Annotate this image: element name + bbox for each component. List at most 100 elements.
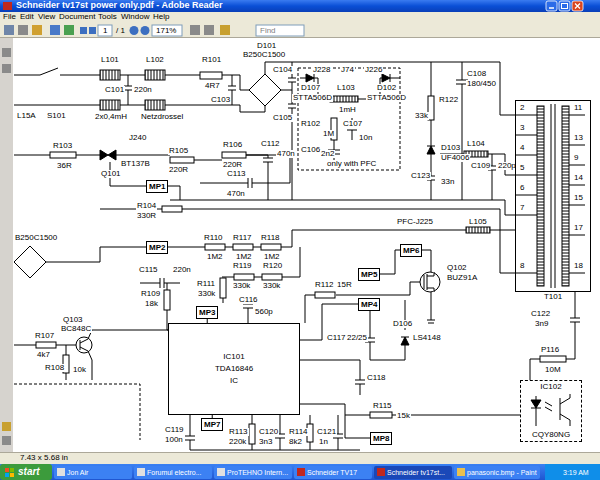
window-chrome bbox=[546, 1, 557, 11]
component-label: 10M bbox=[544, 366, 562, 374]
component-label: 1M2 bbox=[263, 253, 281, 261]
component-symbols bbox=[200, 72, 222, 79]
component-symbols bbox=[14, 246, 46, 278]
component-symbols bbox=[427, 146, 435, 154]
component-symbols bbox=[551, 104, 555, 288]
component-label: 2n2 bbox=[320, 150, 335, 158]
component-label: BT137B bbox=[120, 160, 151, 168]
component-label: R106 bbox=[222, 141, 243, 149]
component-label: 180/450 bbox=[466, 80, 497, 88]
pin-number: 11 bbox=[573, 104, 583, 112]
window-chrome bbox=[0, 464, 600, 480]
node-text: MP2 bbox=[149, 243, 165, 252]
window-chrome bbox=[134, 466, 212, 479]
window-chrome bbox=[294, 466, 372, 479]
schematic-wires bbox=[14, 155, 273, 200]
component-label: 100n bbox=[164, 436, 184, 444]
component-symbols bbox=[100, 150, 108, 160]
component-symbols bbox=[531, 400, 541, 408]
component-label: 4k7 bbox=[36, 351, 51, 359]
component-label: L15A bbox=[16, 112, 37, 120]
component-symbols bbox=[562, 106, 569, 286]
node-text: MP5 bbox=[361, 270, 377, 279]
component-label: 1M2 bbox=[206, 253, 224, 261]
menu-item: View bbox=[38, 13, 55, 21]
schematic-wires bbox=[46, 230, 515, 262]
schematic-wires bbox=[222, 247, 300, 277]
component-label: Q101 bbox=[100, 170, 122, 178]
component-label: 470n bbox=[276, 150, 296, 158]
component-label: C106 bbox=[300, 146, 321, 154]
component-symbols bbox=[466, 227, 490, 233]
window-chrome bbox=[217, 468, 225, 476]
window-chrome bbox=[220, 25, 230, 35]
component-symbols bbox=[540, 356, 566, 362]
component-label: only with PFC bbox=[326, 160, 377, 168]
component-label: 15R bbox=[336, 281, 353, 289]
taskbar-button-label: Schneider TV17 bbox=[307, 469, 357, 476]
component-label: 36R bbox=[56, 162, 73, 170]
measure-point-box: MP5 bbox=[358, 268, 380, 281]
component-label: 330k bbox=[197, 290, 216, 298]
component-label: C113 bbox=[226, 170, 247, 178]
node-text: MP4 bbox=[361, 300, 377, 309]
node-text: MP1 bbox=[149, 182, 165, 191]
measure-point-box: MP7 bbox=[201, 418, 223, 431]
node-text: TDA16846 bbox=[215, 365, 253, 373]
toolbar-field-text: 1 bbox=[103, 27, 107, 35]
wire-connector bbox=[300, 404, 370, 438]
window-chrome bbox=[0, 38, 13, 452]
component-label: R111 bbox=[196, 280, 216, 288]
window-chrome bbox=[0, 0, 600, 12]
window-chrome bbox=[549, 7, 554, 9]
schematic-wires bbox=[14, 62, 580, 450]
component-symbols bbox=[108, 150, 116, 160]
schematic-wires bbox=[120, 75, 265, 112]
window-chrome bbox=[0, 37, 600, 38]
component-label: 220p bbox=[497, 162, 517, 170]
window-chrome bbox=[2, 48, 11, 57]
window-chrome bbox=[10, 468, 14, 472]
pin-number: 3 bbox=[519, 124, 525, 132]
component-label: 4R7 bbox=[204, 82, 221, 90]
taskbar-button-label: 3:19 AM bbox=[563, 469, 589, 476]
window-chrome bbox=[10, 473, 14, 477]
component-symbols bbox=[233, 244, 253, 250]
component-symbols bbox=[222, 152, 246, 158]
node-text: IC102 bbox=[540, 383, 561, 391]
taskbar-button-label: panasonic.bmp - Paint bbox=[467, 469, 537, 476]
component-label: C105 bbox=[272, 114, 293, 122]
pin-number: 17 bbox=[573, 224, 584, 232]
component-label: B250C1500 bbox=[14, 234, 58, 242]
component-symbols bbox=[515, 115, 585, 273]
window-chrome bbox=[2, 64, 11, 73]
window-chrome bbox=[457, 468, 465, 476]
component-label: 2x0,4mH bbox=[94, 113, 128, 121]
window-chrome bbox=[3, 2, 12, 10]
pin-number: 13 bbox=[573, 134, 584, 142]
component-label: STTA506D bbox=[292, 94, 333, 102]
component-symbols bbox=[205, 244, 225, 250]
component-symbols bbox=[249, 74, 281, 106]
component-symbols bbox=[314, 74, 315, 82]
search-placeholder: Find bbox=[260, 27, 276, 35]
component-label: B250C1500 bbox=[242, 51, 286, 59]
window-chrome bbox=[0, 12, 600, 22]
component-label: L104 bbox=[466, 140, 486, 148]
window-chrome bbox=[0, 452, 600, 464]
component-label: C119 bbox=[164, 426, 185, 434]
component-label: L103 bbox=[336, 84, 356, 92]
component-label: 220R bbox=[168, 166, 189, 174]
component-label: C109 bbox=[470, 162, 491, 170]
component-label: R110 bbox=[203, 234, 224, 242]
component-label: C103 bbox=[210, 96, 231, 104]
node-text: MP6 bbox=[403, 246, 419, 255]
component-symbols bbox=[76, 337, 92, 353]
component-symbols bbox=[100, 70, 120, 80]
window-chrome bbox=[559, 1, 570, 11]
component-symbols bbox=[50, 152, 76, 158]
component-label: J226 bbox=[364, 66, 383, 74]
window-chrome bbox=[50, 25, 60, 35]
component-label: 33k bbox=[414, 112, 429, 120]
component-label: Q102 bbox=[446, 264, 468, 272]
